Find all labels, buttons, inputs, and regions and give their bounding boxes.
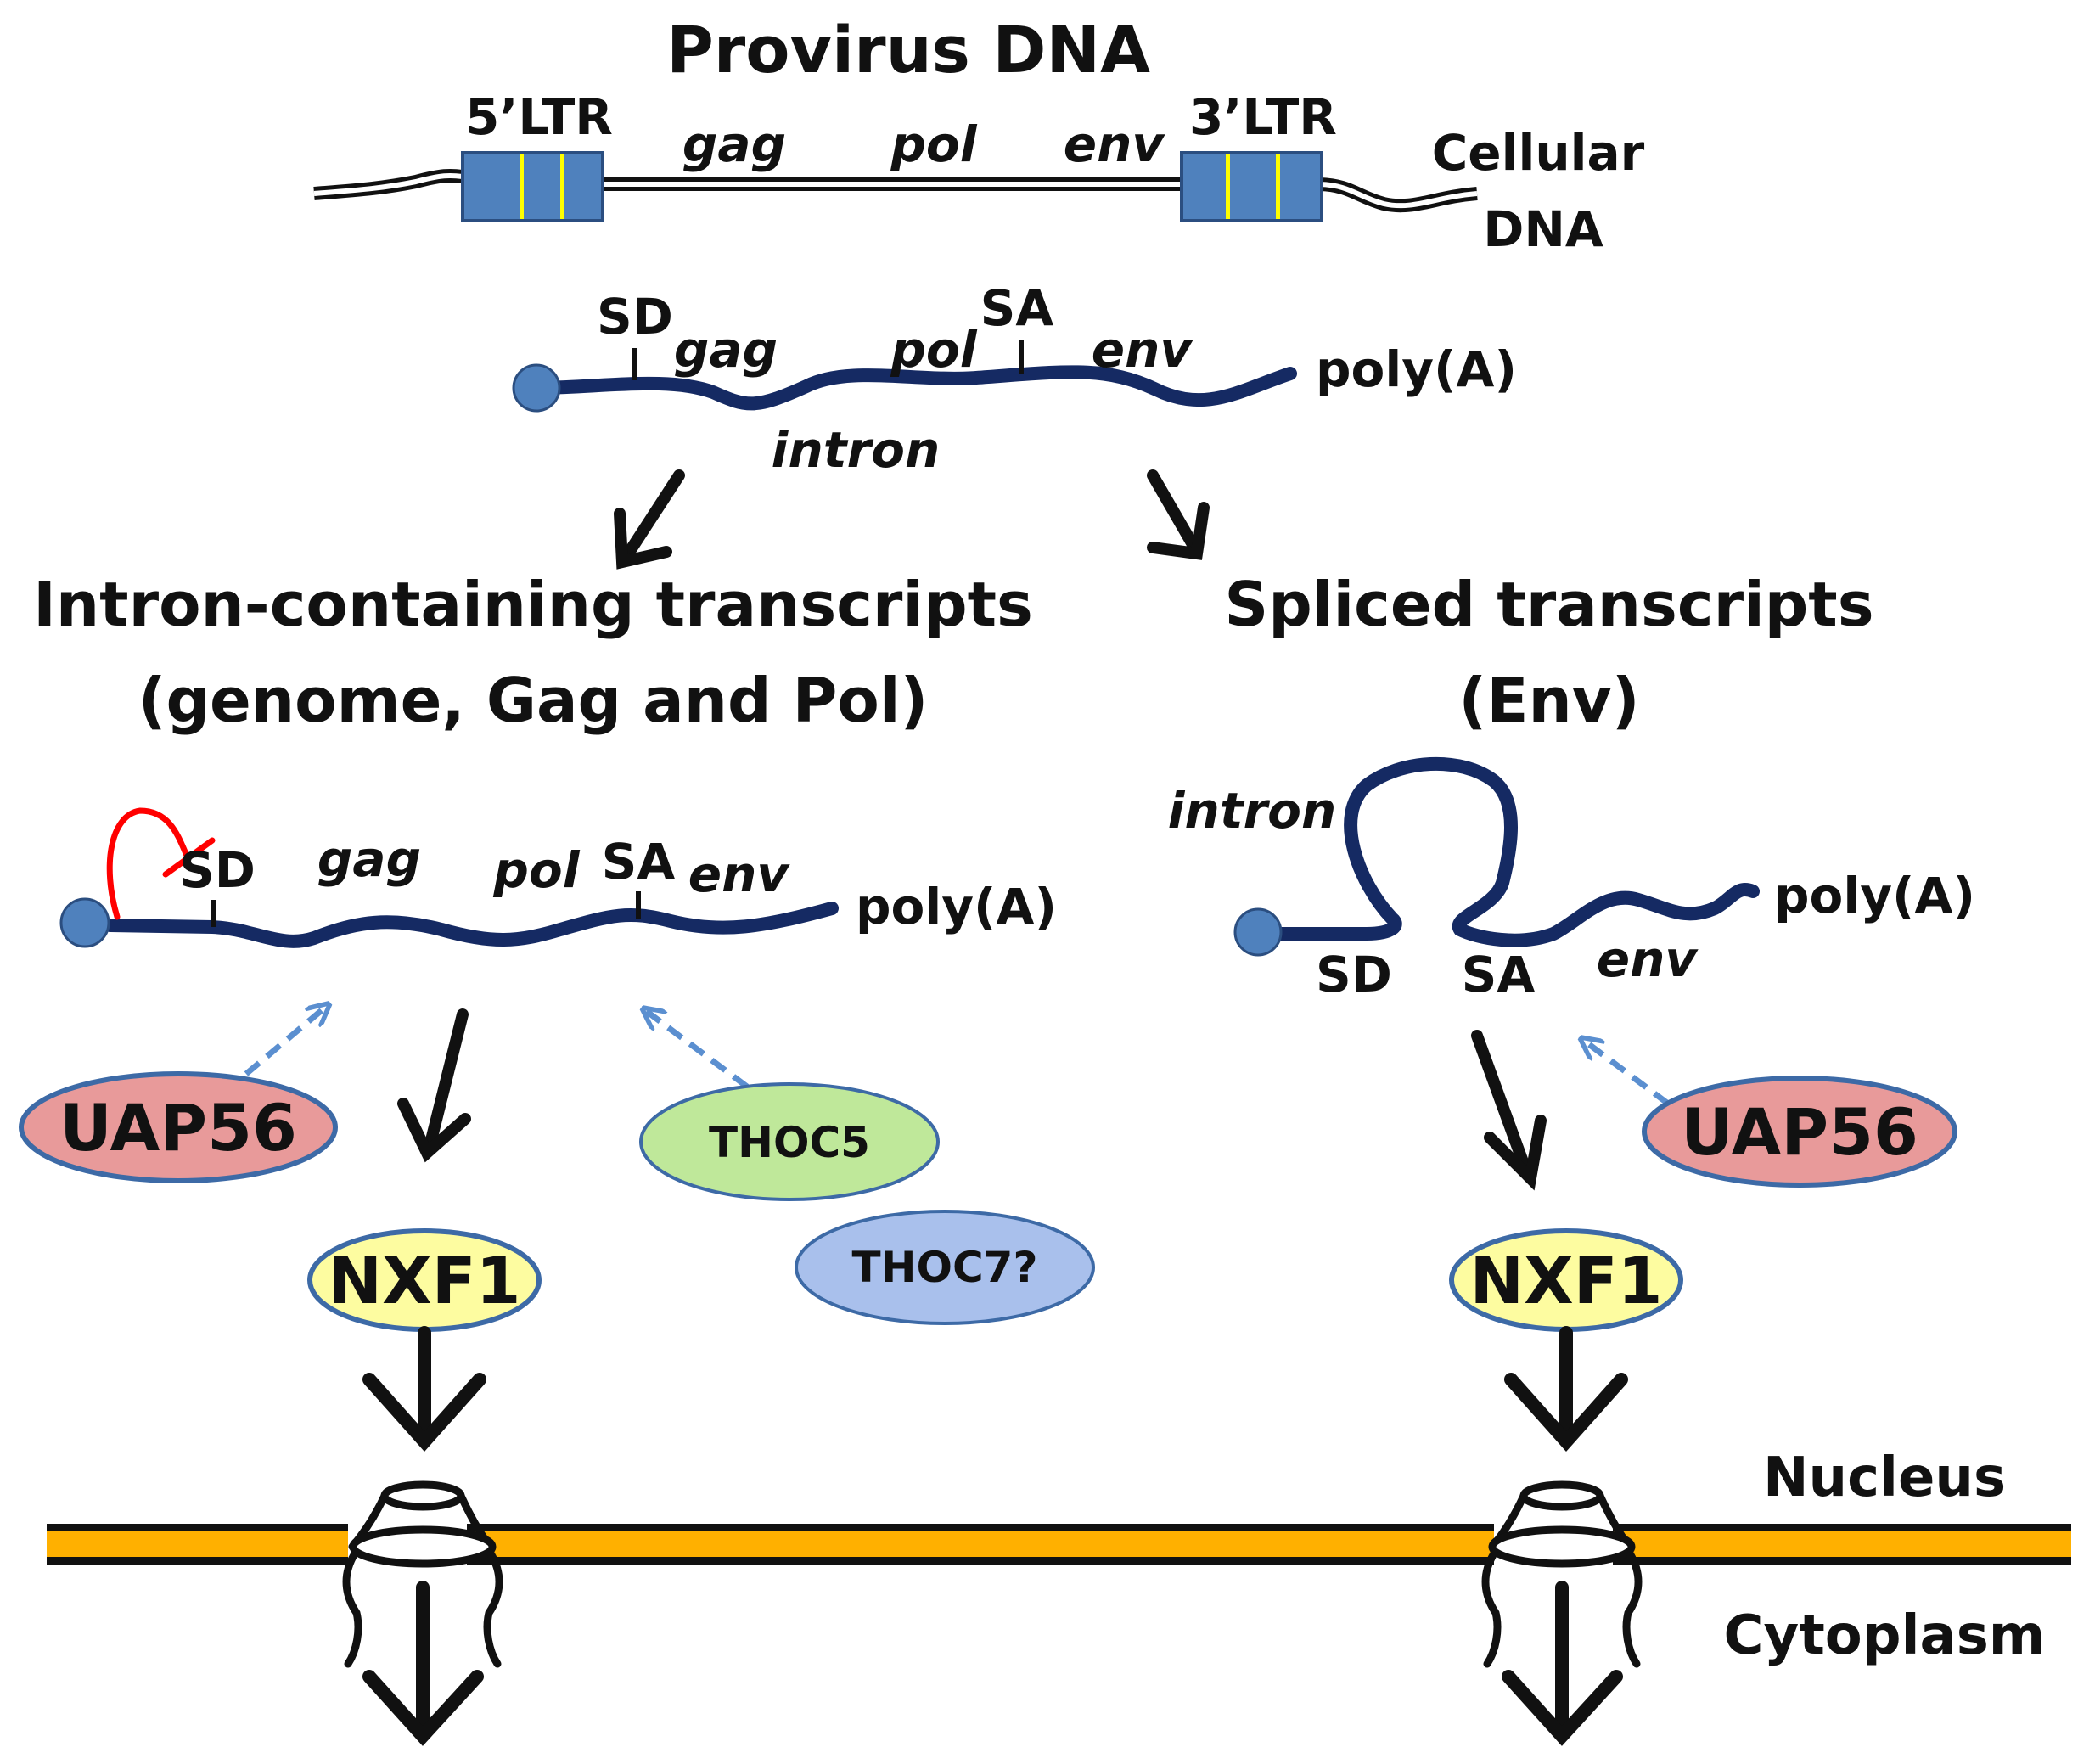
right-sa-label: SA [1462, 946, 1536, 1003]
ltr5-label: 5’LTR [465, 88, 613, 146]
provirus-title: Provirus DNA [666, 12, 1150, 87]
uap56-left-dashed-arrow [244, 1006, 327, 1076]
left-nxf1-down-arrow [362, 1326, 486, 1452]
right-env-label: env [1597, 930, 1699, 988]
provirus-env-label: env [1064, 115, 1166, 173]
left-sa-label: SA [602, 833, 676, 890]
uap56-left-label: UAP56 [59, 1090, 297, 1166]
cellular-dna-label-1: Cellular [1432, 124, 1645, 182]
full-gag-label: gag [674, 321, 778, 379]
ltr3-box [1180, 151, 1323, 222]
left-gag-label: gag [317, 830, 421, 888]
left-env-label: env [688, 845, 791, 903]
right-heading-line2: (Env) [1458, 665, 1639, 736]
left-pol-label: pol [492, 841, 580, 899]
left-heading-line2: (genome, Gag and Pol) [138, 665, 929, 736]
right-polya-label: poly(A) [1774, 867, 1975, 924]
uap56-right-label: UAP56 [1681, 1094, 1918, 1170]
thoc7: THOC7? [795, 1210, 1095, 1325]
right-intron-label: intron [1168, 782, 1337, 840]
full-pol-label: pol [890, 321, 977, 379]
left-cytoplasm-arrow [362, 1581, 484, 1746]
left-to-nxf1-arrow [397, 1008, 471, 1163]
right-cytoplasm-arrow [1502, 1581, 1623, 1746]
uap56-right-dashed-arrow [1583, 1040, 1671, 1106]
thoc5-dashed-arrow [645, 1010, 750, 1089]
full-sd-label: SD [597, 288, 673, 345]
provirus-pol-label: pol [890, 115, 977, 173]
branch-arrow-left [614, 469, 685, 570]
spliced-transcript [1233, 756, 1760, 957]
ltr5-box [461, 151, 604, 222]
uap56-right: UAP56 [1642, 1076, 1957, 1188]
right-nxf1-down-arrow [1504, 1326, 1628, 1452]
thoc7-label: THOC7? [852, 1243, 1038, 1292]
nuclear-pore-right [1481, 1480, 1643, 1668]
cellular-dna-label-2: DNA [1483, 200, 1603, 258]
five-prime-cap [512, 363, 561, 413]
intron-containing-transcript [59, 891, 839, 948]
nxf1-right-label: NXF1 [1470, 1243, 1663, 1318]
left-polya-label: poly(A) [856, 878, 1057, 935]
full-length-transcript [512, 340, 1297, 413]
nxf1-left: NXF1 [307, 1228, 542, 1332]
full-polya-label: poly(A) [1316, 340, 1517, 398]
nxf1-right: NXF1 [1449, 1228, 1683, 1332]
right-to-nxf1-arrow [1471, 1030, 1547, 1191]
left-sd-label: SD [179, 841, 256, 899]
nucleus-label: Nucleus [1763, 1447, 2006, 1509]
nxf1-left-label: NXF1 [329, 1243, 521, 1318]
right-five-prime-cap [1233, 907, 1283, 957]
right-sd-label: SD [1316, 946, 1392, 1003]
provirus-dna [313, 151, 1478, 222]
provirus-gag-label: gag [682, 115, 786, 173]
ltr3-label: 3’LTR [1189, 88, 1337, 146]
left-heading-line1: Intron-containing transcripts [33, 569, 1033, 640]
nuclear-pore-left [342, 1480, 503, 1668]
uap56-left: UAP56 [19, 1071, 338, 1183]
thoc5: THOC5 [639, 1082, 940, 1201]
thoc5-label: THOC5 [709, 1118, 870, 1167]
inhibition-symbol [106, 807, 216, 920]
branch-arrow-right [1147, 469, 1210, 560]
left-five-prime-cap [59, 897, 110, 948]
full-env-label: env [1092, 321, 1194, 379]
full-sa-label: SA [980, 279, 1054, 337]
cytoplasm-label: Cytoplasm [1724, 1604, 2046, 1667]
right-heading-line1: Spliced transcripts [1224, 569, 1873, 640]
full-intron-label: intron [772, 421, 941, 479]
